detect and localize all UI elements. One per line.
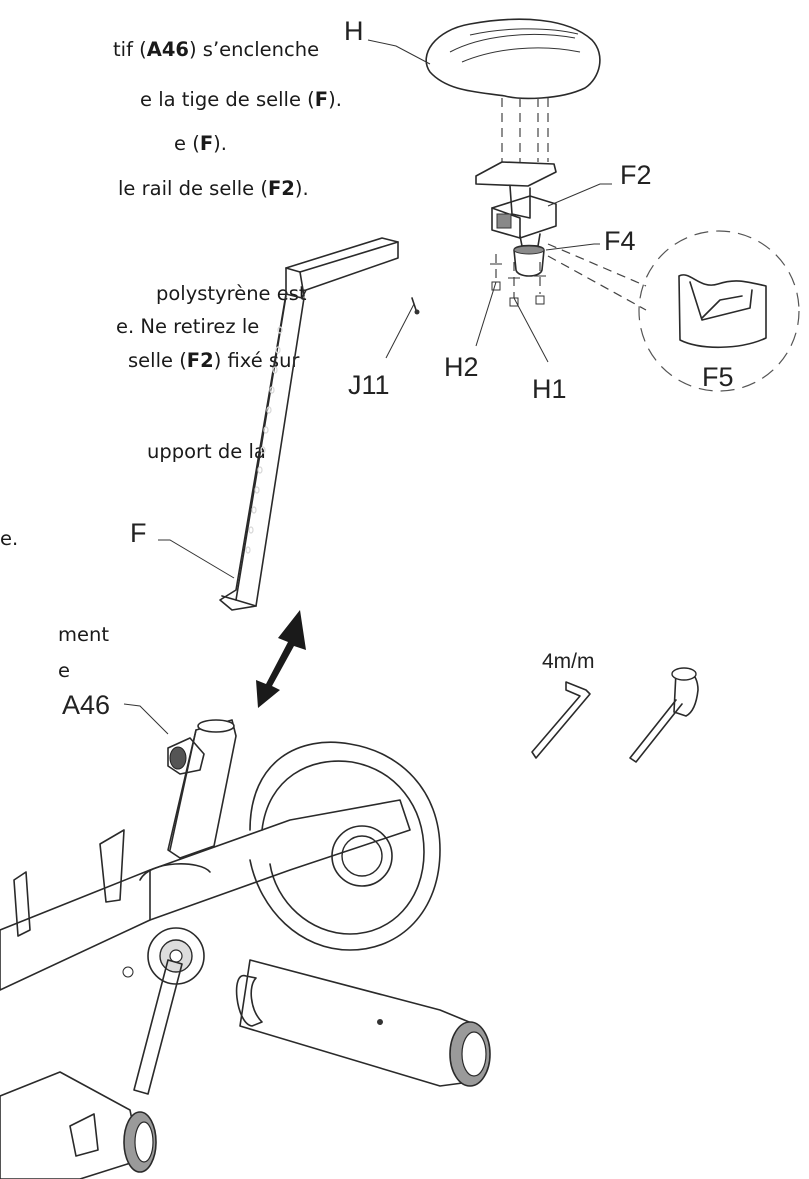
bike-frame-drawing	[0, 719, 491, 1179]
part-ref-f2: F2	[186, 349, 214, 372]
saddle-clamp-drawing	[475, 161, 557, 277]
label-h1: H1	[532, 374, 567, 404]
label-f4: F4	[604, 226, 636, 256]
f5-detail-callout	[547, 230, 800, 392]
label-tool-size: 4m/m	[542, 650, 595, 673]
small-hardware-drawing	[490, 254, 546, 307]
part-ref-f: F	[314, 88, 329, 111]
label-h: H	[344, 16, 364, 46]
instruction-line-6: e. Ne retirez le	[116, 315, 260, 338]
instruction-line-2: e la tige de selle (F).	[140, 88, 342, 111]
instruction-line-10: ment	[58, 623, 109, 646]
part-ref-f: F	[199, 132, 214, 155]
saddle-drawing	[425, 18, 601, 100]
instruction-line-4: le rail de selle (F2).	[118, 177, 309, 200]
label-j11: J11	[348, 370, 390, 400]
label-a46: A46	[62, 690, 111, 720]
label-h2: H2	[444, 352, 479, 382]
instruction-line-7: selle (F2) fixé sur	[128, 349, 300, 372]
label-f2: F2	[620, 160, 652, 190]
instruction-line-11: e	[58, 659, 70, 682]
insertion-arrow	[256, 610, 306, 708]
leader-lines	[123, 39, 612, 735]
instruction-line-3: e (F).	[174, 132, 227, 155]
label-f5: F5	[702, 362, 734, 392]
part-ref-f2: F2	[267, 177, 295, 200]
instruction-line-8: upport de la	[147, 440, 266, 463]
instruction-line-9: e.	[0, 527, 19, 550]
instruction-line-5: polystyrène est	[156, 282, 307, 305]
instruction-line-1: tif (A46) s’enclenche	[113, 38, 320, 61]
seat-post-drawing	[219, 237, 420, 611]
label-f: F	[130, 518, 147, 548]
part-ref-a46: A46	[146, 38, 189, 61]
tools-drawing	[531, 667, 699, 763]
saddle-alignment-lines	[501, 98, 549, 162]
